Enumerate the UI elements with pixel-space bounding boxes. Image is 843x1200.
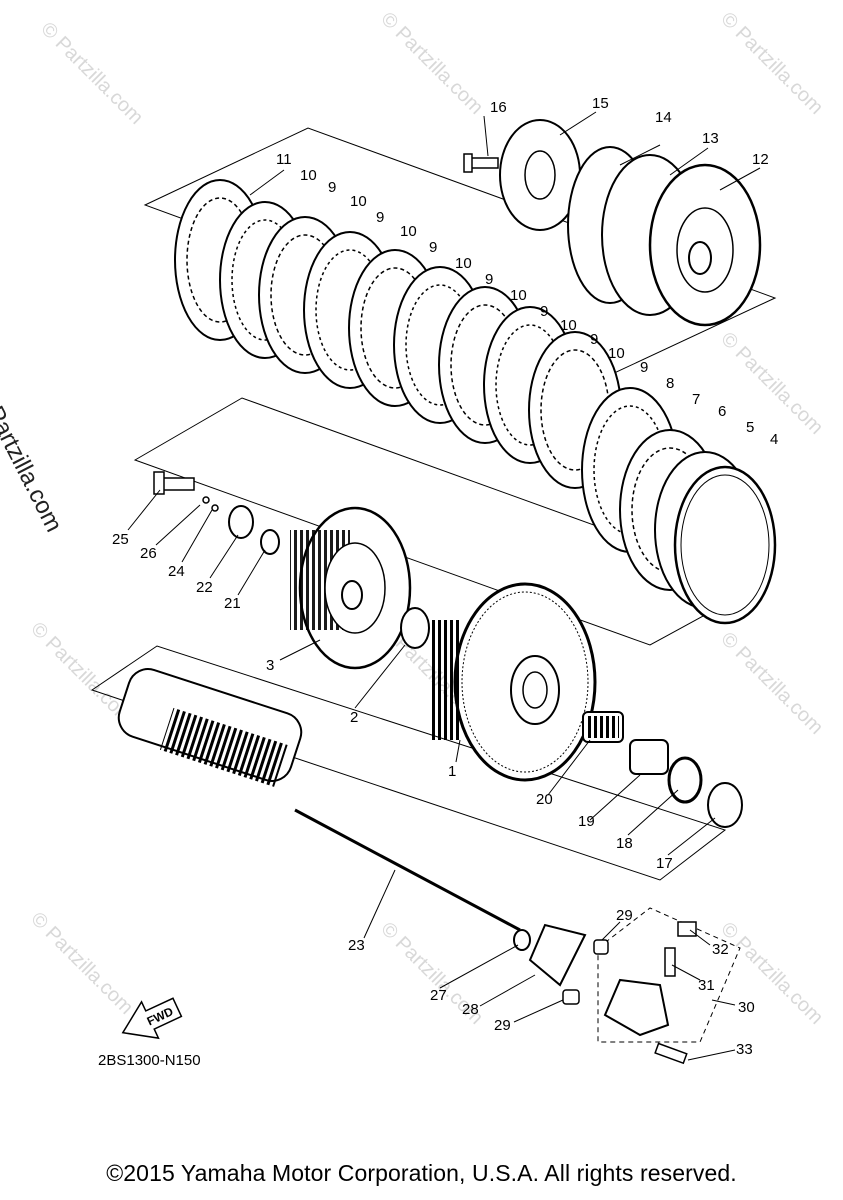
spring-4	[673, 465, 777, 625]
clutch-plate-stack	[174, 179, 777, 625]
screw-31	[664, 947, 676, 977]
callout-8: 8	[666, 375, 674, 392]
callout-11: 11	[276, 151, 292, 168]
washer-21	[260, 529, 280, 555]
ring-26	[202, 496, 210, 504]
callout-17: 17	[656, 855, 673, 872]
callout-9: 9	[590, 331, 598, 348]
callout-20: 20	[536, 791, 553, 808]
needle-bearing-20	[582, 711, 624, 743]
callout-5: 5	[746, 419, 754, 436]
diagram-code: 2BS1300-N150	[98, 1052, 201, 1069]
callout-12: 12	[752, 151, 769, 168]
callout-29: 29	[494, 1017, 511, 1034]
callout-2: 2	[350, 709, 358, 726]
washer-17	[707, 782, 743, 828]
shaft-group-outline	[90, 645, 727, 881]
callout-9: 9	[328, 179, 336, 196]
callout-9: 9	[376, 209, 384, 226]
callout-15: 15	[592, 95, 609, 112]
callout-33: 33	[736, 1041, 753, 1058]
nut-32	[677, 921, 697, 937]
callout-22: 22	[196, 579, 213, 596]
callout-9: 9	[640, 359, 648, 376]
watermark: © Partzilla.com	[26, 908, 137, 1019]
pin-29-bottom	[562, 989, 580, 1005]
callout-25: 25	[112, 531, 129, 548]
washer-27	[513, 929, 531, 951]
callout-18: 18	[616, 835, 633, 852]
callout-27: 27	[430, 987, 447, 1004]
clutch-hub-group	[290, 506, 743, 828]
callout-14: 14	[655, 109, 672, 126]
watermark: © Partzilla.com	[716, 8, 827, 119]
pressure-plate-group	[463, 119, 762, 327]
watermark: © Partzilla.com	[716, 328, 827, 439]
bolt-16	[463, 153, 499, 173]
washer-2	[400, 607, 430, 649]
callout-29: 29	[616, 907, 633, 924]
callout-labels: 16 15 14 13 12 11 10 9 10 9 10 9 10 9 10…	[112, 95, 778, 1058]
callout-32: 32	[712, 941, 729, 958]
pin-29-top	[593, 939, 609, 955]
leader-lines	[127, 111, 761, 1061]
release-group-outline	[597, 907, 741, 1043]
callout-28: 28	[462, 1001, 479, 1018]
callout-7: 7	[692, 391, 700, 408]
callout-3: 3	[266, 657, 274, 674]
callout-9: 9	[429, 239, 437, 256]
bolt-33	[654, 1042, 688, 1065]
callout-1: 1	[448, 763, 456, 780]
callout-10: 10	[455, 255, 472, 272]
nut-22	[228, 505, 254, 539]
washer-18	[667, 756, 703, 804]
callout-24: 24	[168, 563, 185, 580]
callout-10: 10	[608, 345, 625, 362]
copyright-notice: ©2015 Yamaha Motor Corporation, U.S.A. A…	[106, 1160, 737, 1186]
callout-30: 30	[738, 999, 755, 1016]
watermark: © Partzilla.com	[716, 628, 827, 739]
callout-9: 9	[485, 271, 493, 288]
nut-washer-group	[153, 471, 280, 555]
watermark: © Partzilla.com	[376, 8, 487, 119]
lever-30	[603, 978, 670, 1037]
callout-21: 21	[224, 595, 241, 612]
callout-13: 13	[702, 130, 719, 147]
callout-10: 10	[400, 223, 417, 240]
callout-6: 6	[718, 403, 726, 420]
plate-28	[528, 923, 587, 987]
callout-16: 16	[490, 99, 507, 116]
callout-10: 10	[560, 317, 577, 334]
spacer-19	[629, 739, 669, 775]
callout-10: 10	[300, 167, 317, 184]
callout-19: 19	[578, 813, 595, 830]
release-mechanism	[513, 921, 697, 1065]
callout-31: 31	[698, 977, 715, 994]
callout-10: 10	[510, 287, 527, 304]
push-rod-23	[294, 808, 521, 932]
callout-9: 9	[540, 303, 548, 320]
main-axle	[117, 668, 521, 932]
watermark: © Partzilla.com	[716, 918, 827, 1029]
callout-26: 26	[140, 545, 157, 562]
callout-23: 23	[348, 937, 365, 954]
ring-24	[211, 504, 219, 512]
callout-10: 10	[350, 193, 367, 210]
callout-4: 4	[770, 431, 778, 448]
watermark: © Partzilla.com	[36, 18, 147, 129]
